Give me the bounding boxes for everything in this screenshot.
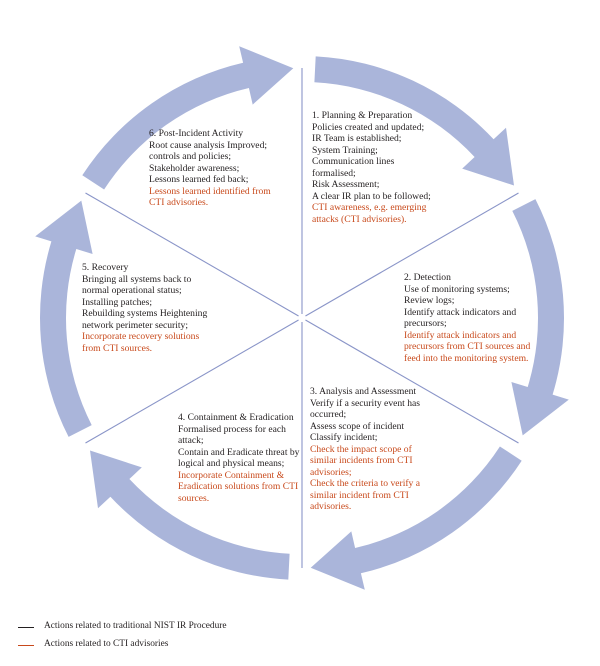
cti-action-line: sources. <box>178 492 210 504</box>
nist-action-line: Review logs; <box>404 295 455 306</box>
stage-title: 2. Detection <box>404 272 451 283</box>
cti-action-line: advisories; <box>310 466 352 478</box>
cti-action-line: Incorporate recovery solutions <box>82 331 200 342</box>
nist-action-line: Policies created and updated; <box>312 121 425 133</box>
nist-action-line: Identify attack indicators and <box>404 306 517 318</box>
cti-action-line: advisories. <box>310 501 352 512</box>
stage-title: 5. Recovery <box>82 262 129 273</box>
cycle-arrow-5 <box>35 200 93 437</box>
sector-divider-5 <box>85 319 299 444</box>
stage-title: 3. Analysis and Assessment <box>310 386 417 397</box>
nist-action-line: occurred; <box>310 409 347 420</box>
stage-title: 1. Planning & Preparation <box>312 110 413 121</box>
cti-action-line: attacks (CTI advisories). <box>312 213 407 225</box>
nist-action-line: controls and policies; <box>149 151 232 162</box>
cti-action-line: precursors from CTI sources and <box>404 341 531 352</box>
cycle-arrow-3 <box>310 446 522 590</box>
cti-action-line: Check the criteria to verify a <box>310 478 421 489</box>
cycle-arrow-4 <box>90 450 290 580</box>
nist-action-line: Rebuilding systems Heightening <box>82 308 208 319</box>
stage-title: 4. Containment & Eradication <box>178 412 294 423</box>
nist-action-line: Formalised process for each <box>178 423 286 435</box>
cti-action-line: similar incident from CTI <box>310 489 409 501</box>
nist-action-line: formalised; <box>312 167 356 179</box>
nist-action-line: Communication lines <box>312 156 395 167</box>
nist-action-line: Verify if a security event has <box>310 397 421 409</box>
cti-action-line: Eradication solutions from CTI <box>178 481 299 492</box>
cti-action-line: similar incidents from CTI <box>310 455 413 466</box>
nist-action-line: attack; <box>178 435 204 446</box>
cti-action-line: feed into the monitoring system. <box>404 352 529 364</box>
cti-action-line: Lessons learned identified from <box>149 185 271 197</box>
nist-action-line: IR Team is established; <box>312 133 402 144</box>
legend-cti-label: Actions related to CTI advisories <box>44 639 169 649</box>
cti-action-line: Check the impact scope of <box>310 443 412 455</box>
nist-action-line: Classify incident; <box>310 432 378 443</box>
sector-divider-2 <box>305 192 519 317</box>
stage-title: 6. Post-Incident Activity <box>149 128 244 139</box>
nist-action-line: Stakeholder awareness; <box>149 162 240 174</box>
nist-action-line: precursors; <box>404 318 447 329</box>
cycle-arrow-6 <box>82 46 294 190</box>
nist-action-line: Contain and Eradicate threat by <box>178 446 300 458</box>
cti-action-line: Incorporate Containment & <box>178 469 285 481</box>
cycle-arrow-2 <box>511 199 569 436</box>
sector-divider-6 <box>85 192 299 317</box>
nist-action-line: Bringing all systems back to <box>82 273 192 285</box>
nist-action-line: Root cause analysis Improved; <box>149 139 268 151</box>
legend-nist-label: Actions related to traditional NIST IR P… <box>44 621 227 631</box>
cti-action-line: Identify attack indicators and <box>404 329 517 341</box>
nist-action-line: Risk Assessment; <box>312 179 380 190</box>
sector-divider-3 <box>305 319 519 444</box>
legend-nist-swatch <box>18 627 34 628</box>
cti-action-line: CTI advisories. <box>149 197 209 208</box>
nist-action-line: network perimeter security; <box>82 319 189 331</box>
cti-action-line: CTI awareness, e.g. emerging <box>312 202 427 213</box>
nist-action-line: A clear IR plan to be followed; <box>312 190 431 202</box>
nist-action-line: logical and physical means; <box>178 458 285 469</box>
nist-action-line: System Training; <box>312 144 378 156</box>
nist-action-line: Assess scope of incident <box>310 420 405 432</box>
nist-action-line: normal operational status; <box>82 285 182 296</box>
nist-action-line: Use of monitoring systems; <box>404 283 510 295</box>
nist-action-line: Installing patches; <box>82 296 153 308</box>
cycle-arrow-1 <box>314 56 514 186</box>
nist-action-line: Lessons learned fed back; <box>149 174 249 185</box>
cti-action-line: from CTI sources. <box>82 342 153 354</box>
legend-cti-swatch <box>18 645 34 646</box>
